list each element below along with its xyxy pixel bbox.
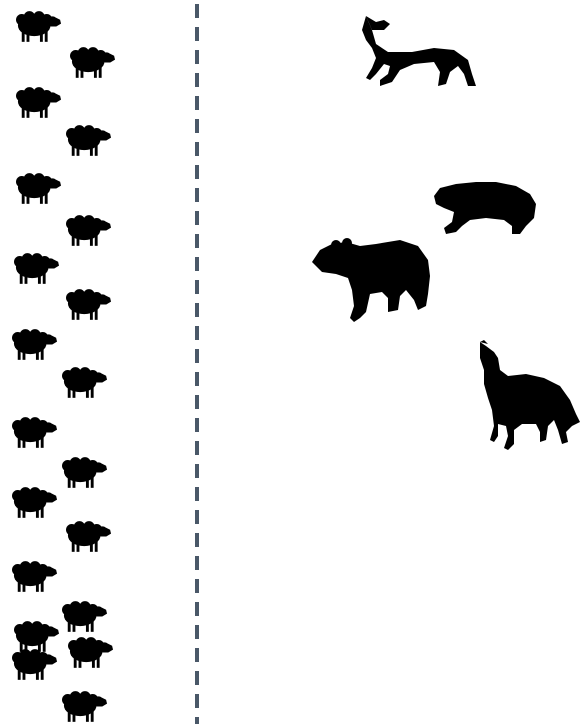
sheep-icon bbox=[62, 457, 107, 488]
sheep-icon bbox=[16, 173, 61, 204]
sheep-icon bbox=[66, 289, 111, 320]
sheep-icon bbox=[66, 215, 111, 246]
sheep-icon bbox=[14, 621, 59, 652]
sheep-icon bbox=[62, 601, 107, 632]
sheep-icon bbox=[12, 487, 57, 518]
bear-icon bbox=[312, 238, 430, 322]
lynx-icon bbox=[362, 16, 476, 86]
sheep-icon bbox=[12, 561, 57, 592]
sheep-icon bbox=[12, 329, 57, 360]
sheep-flock bbox=[12, 11, 115, 722]
wolverine-icon bbox=[434, 182, 536, 234]
wolf-icon bbox=[480, 340, 580, 450]
sheep-icon bbox=[12, 417, 57, 448]
sheep-icon bbox=[68, 637, 113, 668]
sheep-icon bbox=[12, 649, 57, 680]
sheep-icon bbox=[66, 125, 111, 156]
sheep-icon bbox=[62, 691, 107, 722]
sheep-icon bbox=[62, 367, 107, 398]
sheep-icon bbox=[66, 521, 111, 552]
sheep-icon bbox=[14, 253, 59, 284]
sheep-icon bbox=[70, 47, 115, 78]
sheep-icon bbox=[16, 87, 61, 118]
sheep-icon bbox=[16, 11, 61, 42]
